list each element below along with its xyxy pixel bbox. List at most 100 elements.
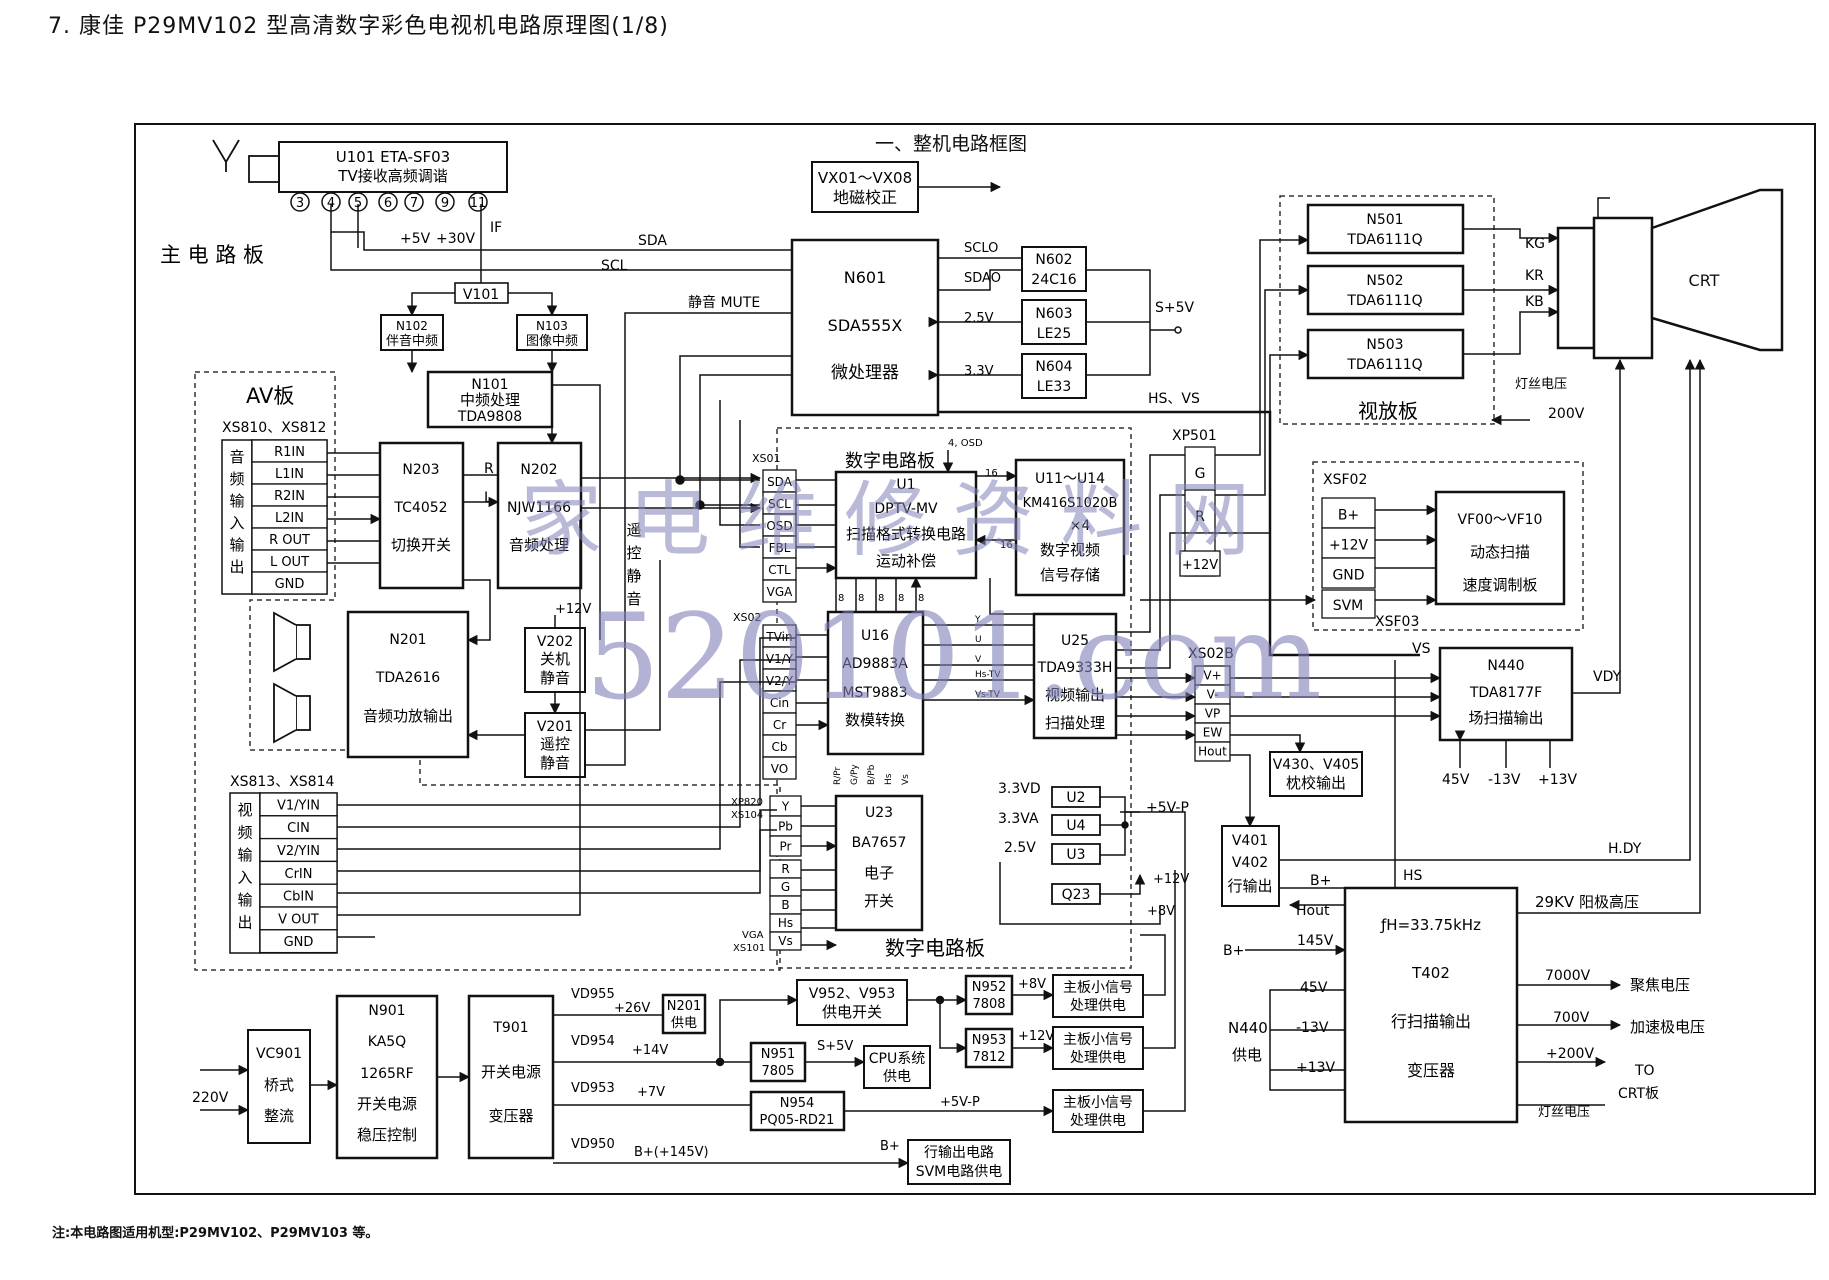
video-io-pin-label: V OUT: [278, 912, 319, 927]
svg-text:VX01～VX08: VX01～VX08: [818, 169, 912, 187]
svg-text:视频输入输出: 视频输入输出: [237, 801, 252, 932]
u1-in2-pin-label: Cr: [773, 718, 786, 732]
label-n440s1: N440: [1228, 1019, 1268, 1037]
svg-text:N952: N952: [972, 980, 1007, 995]
av-io-pin-label: R OUT: [269, 533, 310, 548]
xs02b-pin-cell: [1194, 741, 1231, 762]
xs02b-pin-label: Hout: [1198, 745, 1227, 759]
svg-text:TDA2616: TDA2616: [375, 670, 440, 686]
v101-block: V101: [454, 282, 509, 304]
v430-block: V430、V405 枕校输出: [1269, 751, 1363, 797]
svg-text:CPU系统: CPU系统: [869, 1051, 925, 1067]
u1-in2-pin-label: Cb: [772, 740, 788, 754]
v952-block: V952、V953 供电开关: [796, 979, 908, 1026]
svg-text:电子: 电子: [864, 864, 894, 882]
xp501-pin-label: G: [1195, 466, 1206, 482]
n103-block: N103 图像中频: [516, 314, 588, 351]
u1-in-pin-label: OSD: [766, 519, 792, 533]
sp1-block: 主板小信号 处理供电: [1052, 974, 1144, 1018]
svg-text:LE25: LE25: [1037, 326, 1071, 342]
bus-width-label: 8: [918, 593, 924, 604]
label-vd954: VD954: [571, 1034, 615, 1049]
vsm-board-outline: [1312, 461, 1584, 631]
u1-in2-pin-label: V2/Y: [766, 674, 794, 688]
svg-text:遥控: 遥控: [540, 735, 570, 753]
xsf02-pin-label: SVM: [1333, 598, 1364, 614]
q23-block: Q23: [1051, 883, 1101, 905]
u16-u25-label: Hs-TV: [975, 670, 1001, 680]
label-xp820: XP820: [731, 797, 763, 808]
tuner-pin-label: 4: [327, 196, 335, 211]
svg-text:N203: N203: [402, 462, 439, 478]
watermark-cn: 家 电 维 修 资 料 网: [520, 473, 1250, 568]
label-v200: 200V: [1548, 406, 1585, 422]
outer-frame: [134, 123, 1816, 1195]
label-p12b: +12V: [1153, 872, 1189, 887]
svg-text:视频输出: 视频输出: [1045, 686, 1105, 704]
label-v145: 145V: [1297, 933, 1334, 949]
xsf02-pin-cell: [1321, 589, 1376, 619]
xsf02-pin-cell: [1321, 497, 1376, 529]
u16-u25-label: V: [975, 655, 982, 665]
label-v33va: 3.3VA: [998, 811, 1039, 827]
antenna-icon: [212, 139, 280, 183]
svg-text:ƒH=33.75kHz: ƒH=33.75kHz: [1380, 916, 1481, 934]
av-io-pin-label: L2IN: [275, 511, 304, 526]
label-hsvs: HS、VS: [1148, 391, 1200, 407]
u16-out-label: Vs: [901, 774, 911, 785]
svg-text:运动补偿: 运动补偿: [876, 552, 936, 570]
label-xs104: XS104: [731, 810, 763, 821]
n501-block: N501 TDA6111Q: [1306, 203, 1465, 255]
svg-text:U25: U25: [1061, 633, 1089, 649]
svg-text:U23: U23: [865, 805, 893, 821]
xp501-pin-label: R: [1195, 509, 1205, 525]
svg-text:主板小信号: 主板小信号: [1063, 980, 1133, 996]
svg-text:LE33: LE33: [1037, 379, 1071, 395]
svg-text:N201: N201: [389, 632, 426, 648]
tuner-pin-6: [378, 192, 398, 212]
label-vs: VS: [1412, 641, 1431, 657]
label-s5v2: S+5V: [817, 1039, 853, 1054]
n202-block: N202 NJW1166 音频处理: [496, 441, 583, 590]
label-p5vp2: +5V-P: [940, 1095, 980, 1110]
svg-text:中频处理: 中频处理: [460, 391, 520, 409]
svg-text:DPTV-MV: DPTV-MV: [874, 501, 938, 517]
svg-text:桥式: 桥式: [264, 1076, 294, 1094]
svg-text:V202: V202: [537, 634, 573, 650]
svg-text:N440: N440: [1487, 658, 1524, 674]
tuner-pin-label: 11: [470, 196, 487, 211]
svg-text:N602: N602: [1035, 252, 1072, 268]
label-b145: B+(+145V): [634, 1145, 709, 1160]
u1-in-pin-label: SDA: [767, 475, 793, 489]
svg-text:U3: U3: [1066, 847, 1085, 863]
svg-text:Q23: Q23: [1062, 887, 1091, 903]
svg-text:VF00～VF10: VF00～VF10: [1458, 512, 1543, 528]
av-board-outline: [194, 371, 781, 971]
vx-block: VX01～VX08 地磁校正: [811, 161, 919, 213]
svg-text:U4: U4: [1066, 818, 1085, 834]
svg-text:地磁校正: 地磁校正: [833, 188, 897, 207]
svg-text:MST9883: MST9883: [842, 685, 907, 701]
svg-text:供电: 供电: [671, 1016, 697, 1031]
svg-text:CRT: CRT: [1689, 271, 1720, 290]
remote-mute-label: 遥控静音: [626, 521, 641, 608]
label-vd950: VD950: [571, 1137, 615, 1152]
xp501-pin-cell: [1184, 489, 1216, 534]
svg-text:KA5Q: KA5Q: [368, 1034, 406, 1050]
hout-block: 行输出电路 SVM电路供电: [907, 1139, 1011, 1185]
svg-text:V430、V405: V430、V405: [1273, 757, 1360, 773]
n440-block: N440 TDA8177F 场扫描输出: [1438, 646, 1574, 742]
xs02b-pin-label: EW: [1203, 726, 1223, 740]
svg-text:U2: U2: [1066, 790, 1085, 806]
speaker-icon-2: [273, 682, 311, 744]
svg-text:U101 ETA-SF03: U101 ETA-SF03: [336, 148, 450, 166]
u16-out-label: R/Pr: [833, 766, 843, 785]
label-xsf02: XSF02: [1323, 472, 1367, 488]
svg-text:扫描格式转换电路: 扫描格式转换电路: [846, 525, 966, 543]
svg-text:行扫描输出: 行扫描输出: [1391, 1012, 1471, 1031]
svg-text:动态扫描: 动态扫描: [1470, 543, 1530, 561]
